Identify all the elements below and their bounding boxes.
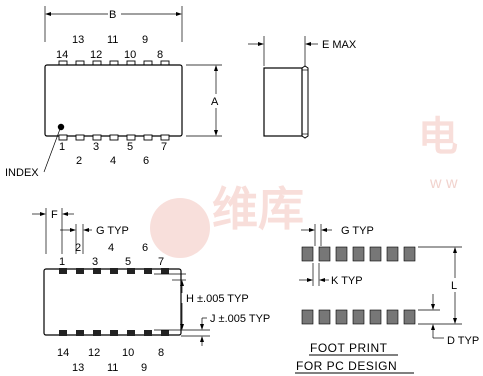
dim-g-top-label: G TYP xyxy=(96,225,129,237)
pin-label: 12 xyxy=(88,347,100,359)
dim-d-label: D TYP xyxy=(447,335,479,347)
pin-label: 13 xyxy=(72,34,84,46)
dim-k-label: K TYP xyxy=(331,275,363,287)
index-dot-icon xyxy=(57,123,65,131)
dim-l-label: L xyxy=(451,280,457,292)
pin-label: 8 xyxy=(157,49,163,61)
pin-label: 2 xyxy=(75,242,81,254)
pin-label: 14 xyxy=(56,49,68,61)
pin-label: 8 xyxy=(158,347,164,359)
bottom-view-pads-bottom xyxy=(59,330,169,336)
bottom-view-pin-labels-bottom: 14 12 10 8 13 11 9 xyxy=(57,347,164,374)
watermark-latin: w w xyxy=(429,175,458,192)
side-view-body xyxy=(263,67,303,137)
footprint-pads-top xyxy=(301,246,416,262)
pin-label: 4 xyxy=(108,242,114,254)
dim-j-label: J ±.005 TYP xyxy=(210,313,270,325)
pin-label: 3 xyxy=(92,256,98,268)
pin-label: 6 xyxy=(143,155,149,167)
top-view-pin-labels-bottom: 1 3 5 7 2 4 6 xyxy=(59,141,167,167)
pin-label: 3 xyxy=(93,141,99,153)
dim-a-label: A xyxy=(211,96,219,108)
footprint-pads-bottom xyxy=(301,309,416,325)
watermark-logo-icon xyxy=(150,198,210,258)
pin-label: 9 xyxy=(142,34,148,46)
bottom-view-pin-labels-top: 2 4 6 1 3 5 7 xyxy=(59,242,164,268)
pin-label: 11 xyxy=(107,362,118,374)
pin-label: 12 xyxy=(90,49,102,61)
dim-e-label: E MAX xyxy=(322,39,357,51)
index-label: INDEX xyxy=(5,167,39,179)
side-view: E MAX xyxy=(248,36,357,139)
pin-label: 7 xyxy=(158,256,164,268)
top-view-leads-bottom xyxy=(58,134,170,141)
pin-label: 10 xyxy=(122,347,134,359)
pin-label: 6 xyxy=(142,242,148,254)
top-view-body xyxy=(44,64,183,137)
footprint-title-line2: FOR PC DESIGN xyxy=(296,359,397,373)
top-view-pin-labels-top: 13 11 9 14 12 10 8 xyxy=(56,34,163,61)
pin-label: 14 xyxy=(57,347,69,359)
footprint: G TYP K TYP xyxy=(295,224,479,374)
dim-h-label: H ±.005 TYP xyxy=(186,293,249,305)
pin-label: 13 xyxy=(72,362,84,374)
pin-label: 11 xyxy=(107,34,118,46)
pin-label: 1 xyxy=(59,141,65,153)
dim-b-label: B xyxy=(109,9,116,21)
dim-g-foot-label: G TYP xyxy=(341,225,374,237)
pin-label: 1 xyxy=(59,256,65,268)
pin-label: 7 xyxy=(161,141,167,153)
pin-label: 9 xyxy=(141,362,147,374)
bottom-view-pads-top xyxy=(59,268,169,274)
pin-label: 5 xyxy=(127,141,133,153)
footprint-title-line1: FOOT PRINT xyxy=(310,341,388,355)
watermark-text: 维库 xyxy=(212,183,304,235)
watermark: 维库 电 w w xyxy=(150,115,458,258)
pin-label: 4 xyxy=(110,155,116,167)
pin-label: 10 xyxy=(124,49,136,61)
pin-label: 5 xyxy=(125,256,131,268)
top-view: B 13 11 9 14 12 10 8 xyxy=(5,6,222,179)
pin-label: 2 xyxy=(76,155,82,167)
dim-f-label: F xyxy=(51,209,58,221)
bottom-view: F G TYP 2 4 6 1 3 5 7 xyxy=(32,208,270,374)
bottom-view-body xyxy=(43,268,182,336)
watermark-sub: 电 xyxy=(418,115,458,159)
